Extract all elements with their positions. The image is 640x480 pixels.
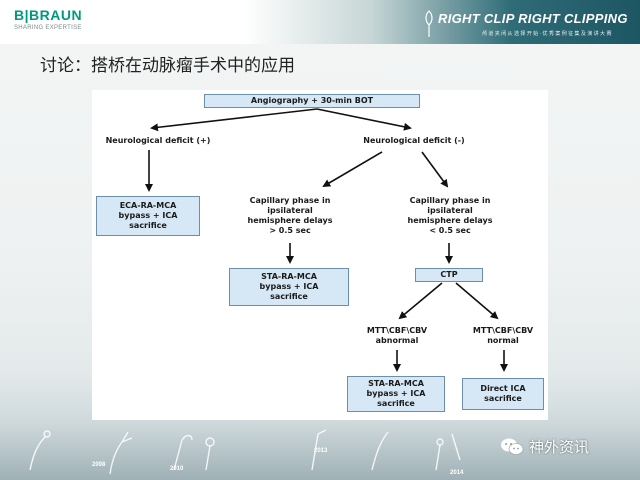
arrow-root-to-positive [150, 108, 318, 132]
label-delay-lt-line-1: Capillary phase in [409, 196, 491, 205]
label-deficit-positive: Neurological deficit (+) [105, 136, 211, 145]
label-mtt-abnormal-line-2: abnormal [375, 336, 419, 345]
arrow-ctp-to-normal [455, 282, 499, 320]
node-sta2-line-2: bypass + ICA [366, 389, 426, 398]
year-label-2: 2010 [170, 466, 184, 472]
node-eca-bypass: ECA-RA-MCA bypass + ICA sacrifice [96, 196, 200, 236]
brand-name: B|BRAUN [14, 7, 83, 23]
slide-title: 讨论：搭桥在动脉瘤手术中的应用 [40, 56, 295, 75]
node-sta-bypass-1: STA-RA-MCA bypass + ICA sacrifice [229, 268, 349, 306]
node-eca-line-2: bypass + ICA [118, 211, 178, 220]
node-sta1-line-3: sacrifice [270, 292, 308, 301]
node-ctp-label: CTP [440, 270, 458, 279]
event-logo: RIGHT CLIP RIGHT CLIPPING 颅 道 夹 闭 从 选 择 … [424, 9, 634, 39]
flowchart-connectors [145, 108, 508, 372]
brand-tagline: SHARING EXPERTISE [14, 25, 82, 31]
node-sta2-line-3: sacrifice [377, 399, 415, 408]
label-delay-gt: Capillary phase in ipsilateral hemispher… [232, 196, 348, 236]
label-mtt-normal-line-1: MTT\CBF\CBV [472, 326, 534, 335]
label-delay-gt-line-2: ipsilateral [267, 206, 313, 215]
node-root: Angiography + 30-min BOT [204, 94, 420, 108]
brand-logo: B|BRAUN SHARING EXPERTISE [14, 7, 82, 31]
decorative-clips [29, 429, 461, 475]
node-root-label: Angiography + 30-min BOT [250, 96, 374, 105]
flowchart: Angiography + 30-min BOT Neurological de… [92, 90, 548, 420]
arrow-negative-to-gt [322, 151, 383, 188]
event-subtitle: 颅 道 夹 闭 从 选 择 开 始 · 优 秀 案 例 征 集 及 演 讲 大 … [482, 31, 612, 37]
label-deficit-negative: Neurological deficit (-) [363, 136, 465, 145]
label-mtt-normal: MTT\CBF\CBV normal [460, 326, 546, 346]
arrow-ctp-to-abnormal [398, 282, 443, 320]
node-direct-line-1: Direct ICA [480, 384, 526, 393]
node-sta-bypass-2: STA-RA-MCA bypass + ICA sacrifice [347, 376, 445, 412]
arrow-negative-to-lt [421, 151, 449, 188]
node-eca-line-1: ECA-RA-MCA [119, 201, 177, 210]
year-label-3: 2013 [314, 448, 328, 454]
label-delay-lt-line-4: < 0.5 sec [429, 226, 471, 235]
label-delay-lt-line-2: ipsilateral [427, 206, 473, 215]
label-mtt-normal-line-2: normal [487, 336, 519, 345]
node-direct-ica: Direct ICA sacrifice [462, 378, 544, 410]
arrow-root-to-negative [316, 108, 412, 131]
label-delay-lt: Capillary phase in ipsilateral hemispher… [390, 196, 510, 236]
label-mtt-abnormal: MTT\CBF\CBV abnormal [354, 326, 440, 346]
node-sta1-line-1: STA-RA-MCA [261, 272, 317, 281]
node-eca-line-3: sacrifice [129, 221, 167, 230]
label-mtt-abnormal-line-1: MTT\CBF\CBV [366, 326, 428, 335]
label-delay-gt-line-3: hemisphere delays [247, 216, 333, 225]
node-sta1-line-2: bypass + ICA [259, 282, 319, 291]
label-delay-lt-line-3: hemisphere delays [407, 216, 493, 225]
event-title: RIGHT CLIP RIGHT CLIPPING [438, 11, 628, 26]
node-ctp: CTP [415, 268, 483, 282]
node-direct-line-2: sacrifice [484, 394, 522, 403]
label-delay-gt-line-1: Capillary phase in [249, 196, 331, 205]
node-sta2-line-1: STA-RA-MCA [368, 379, 424, 388]
clip-icon [425, 10, 433, 37]
year-label-4: 2014 [450, 470, 464, 476]
label-delay-gt-line-4: > 0.5 sec [269, 226, 311, 235]
wechat-watermark: 神外资讯 [500, 436, 589, 457]
wechat-account-name: 神外资讯 [529, 439, 590, 456]
wechat-icon [501, 438, 524, 455]
header-bar: B|BRAUN SHARING EXPERTISE RIGHT CLIP RIG… [0, 0, 640, 44]
year-label-1: 2008 [92, 462, 106, 468]
